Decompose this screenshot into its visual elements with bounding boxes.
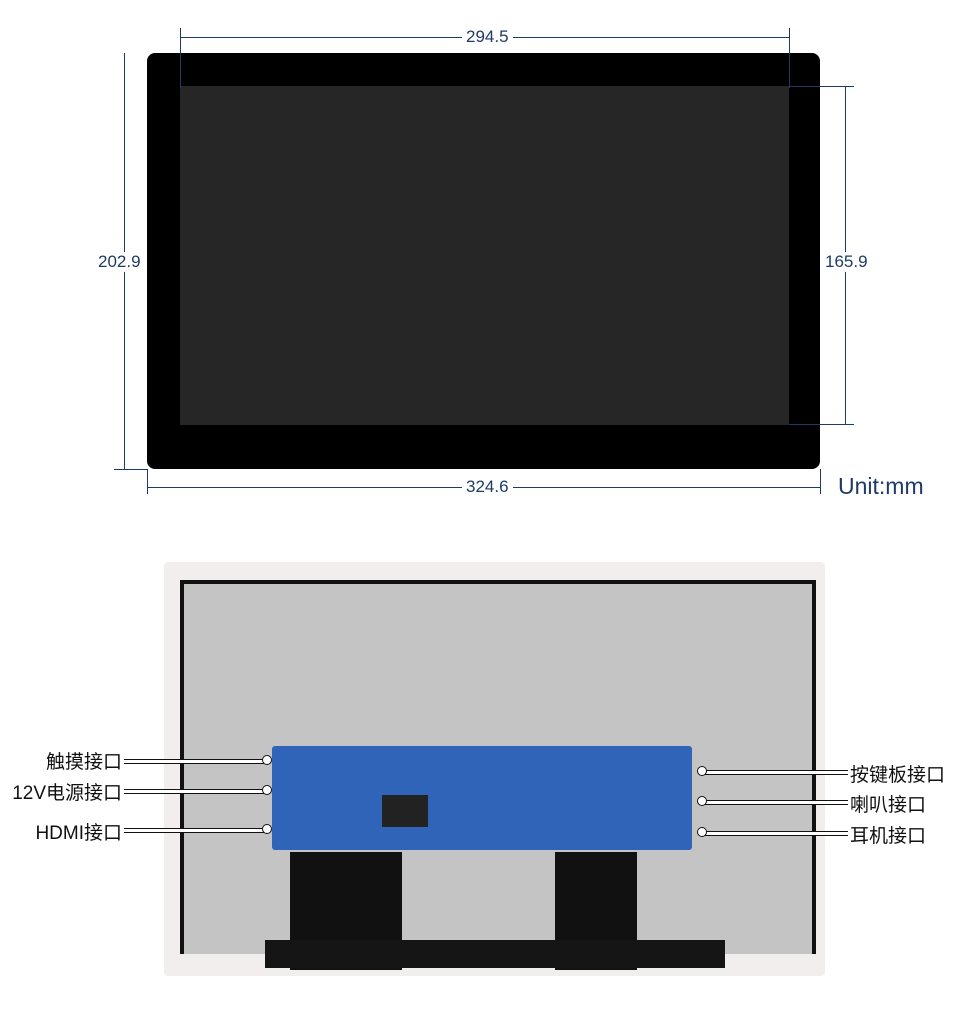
dim-bottom-width: 324.6: [462, 477, 513, 497]
pcb-board: [272, 746, 692, 850]
touch-port-label: 触摸接口: [45, 752, 122, 773]
display-screen: [180, 86, 789, 425]
dim-top-width: 294.5: [462, 27, 513, 47]
power-port-label: 12V电源接口: [12, 783, 122, 804]
dim-right-height: 165.9: [821, 252, 872, 272]
button-board-port-label: 按键板接口: [850, 765, 946, 786]
speaker-port-label: 喇叭接口: [850, 795, 927, 816]
unit-label: Unit:mm: [838, 473, 924, 499]
headphone-port-label: 耳机接口: [850, 826, 927, 847]
dim-left-height: 202.9: [94, 252, 145, 272]
hdmi-port-label: HDMI接口: [35, 823, 122, 844]
bottom-tape: [265, 940, 725, 968]
chip: [382, 795, 428, 827]
